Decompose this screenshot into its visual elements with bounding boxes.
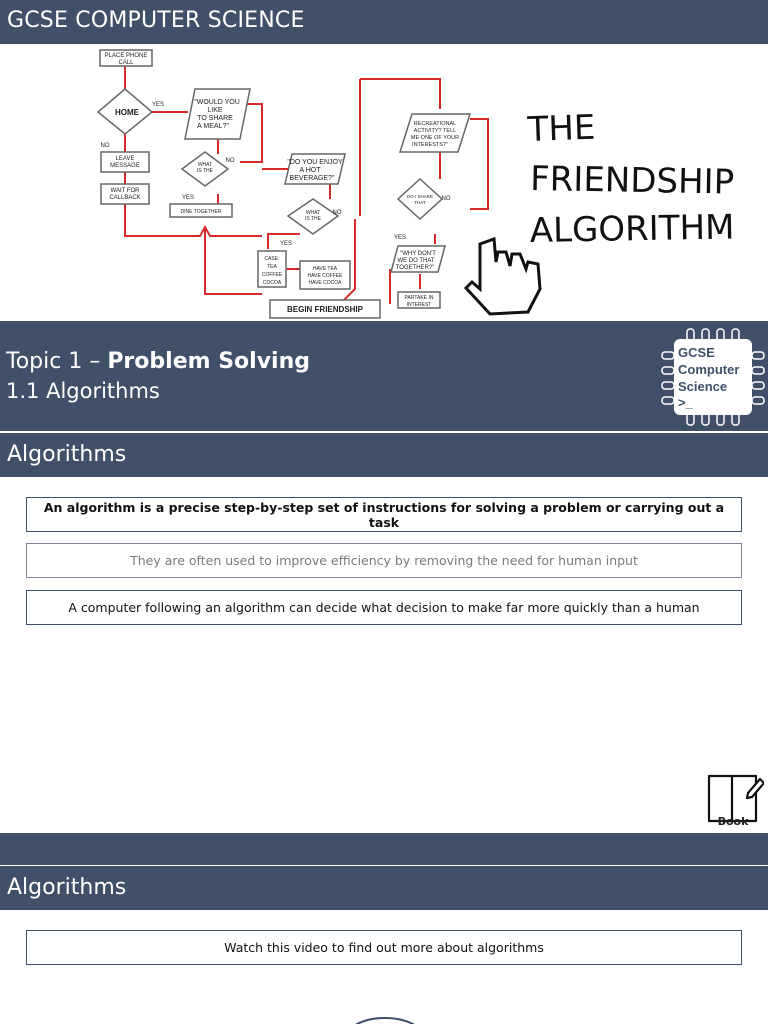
svg-text:PLACE PHONE: PLACE PHONE <box>105 53 148 59</box>
svg-text:THE: THE <box>526 108 596 150</box>
flow-node-dine-together <box>169 203 233 218</box>
efficiency-box: They are often used to improve efficienc… <box>26 543 742 578</box>
section-header-algorithms-video: Algorithms <box>0 866 768 910</box>
friendship-algorithm-title: THE FRIENDSHIP ALGORITHM <box>526 108 735 251</box>
svg-text:NO: NO <box>442 196 451 202</box>
svg-text:CALLBACK: CALLBACK <box>109 195 140 201</box>
svg-text:"DO YOU ENJOY: "DO YOU ENJOY <box>287 159 343 166</box>
svg-text:TOGETHER?": TOGETHER?" <box>396 265 435 271</box>
flow-node-place-call <box>99 49 153 67</box>
topic-banner: Topic 1 – Problem Solving 1.1 Algorithms <box>0 321 768 431</box>
svg-text:YES: YES <box>182 195 194 201</box>
svg-text:NO: NO <box>226 158 235 164</box>
svg-text:BEGIN FRIENDSHIP: BEGIN FRIENDSHIP <box>287 305 364 314</box>
video-prompt-box: Watch this video to find out more about … <box>26 930 742 965</box>
book-icon[interactable] <box>704 764 764 830</box>
svg-text:DINE TOGETHER: DINE TOGETHER <box>181 209 222 215</box>
svg-text:ACTIVITY? TELL: ACTIVITY? TELL <box>414 128 456 134</box>
flow-node-what-response-2 <box>286 198 340 235</box>
svg-text:YES: YES <box>394 235 406 241</box>
svg-text:ALGORITHM: ALGORITHM <box>529 207 734 251</box>
svg-text:INTEREST: INTEREST <box>407 302 432 308</box>
flow-node-recreational <box>398 113 472 153</box>
svg-text:BEVERAGE?": BEVERAGE?" <box>290 175 335 182</box>
logo-line2: Computer <box>678 362 739 377</box>
flow-node-wait-callback <box>100 183 150 205</box>
svg-text:CASE:: CASE: <box>264 256 279 262</box>
flow-node-have-drinks <box>299 260 351 290</box>
svg-text:NO: NO <box>101 143 110 149</box>
svg-text:TEA: TEA <box>267 264 277 270</box>
svg-text:"WOULD YOU: "WOULD YOU <box>194 99 240 106</box>
section-header-algorithms: Algorithms <box>0 433 768 477</box>
flow-node-choices <box>257 250 287 288</box>
flow-node-begin-friendship <box>269 299 381 319</box>
flow-node-home <box>96 88 154 135</box>
flow-node-share-interest <box>396 177 444 221</box>
svg-text:ME ONE OF YOUR: ME ONE OF YOUR <box>411 135 459 141</box>
svg-text:THAT: THAT <box>414 200 426 205</box>
flow-node-why-dont <box>390 245 446 273</box>
section-title: Algorithms <box>7 442 127 467</box>
slide-divider <box>0 833 768 865</box>
section-title: Algorithms <box>7 875 127 900</box>
header-bar: GCSE COMPUTER SCIENCE <box>0 0 768 44</box>
svg-text:WHAT: WHAT <box>306 210 320 216</box>
book-label[interactable]: Book <box>717 815 749 828</box>
svg-text:PARTAKE IN: PARTAKE IN <box>405 295 434 301</box>
video-play-icon[interactable] <box>340 1012 430 1024</box>
svg-text:MESSAGE: MESSAGE <box>110 163 140 169</box>
topic-heading: Topic 1 – Problem Solving <box>6 349 310 374</box>
svg-text:CALL: CALL <box>118 60 134 66</box>
svg-text:WAIT FOR: WAIT FOR <box>111 188 141 194</box>
svg-text:NO: NO <box>333 210 342 216</box>
flow-node-partake <box>397 291 441 309</box>
svg-text:IS THE: IS THE <box>197 168 214 174</box>
svg-text:LEAVE: LEAVE <box>116 156 135 162</box>
svg-text:FRIENDSHIP: FRIENDSHIP <box>530 159 735 203</box>
svg-text:INTERESTS?": INTERESTS?" <box>412 142 448 148</box>
topic-prefix: Topic 1 – <box>6 349 108 374</box>
svg-text:HAVE TEA: HAVE TEA <box>313 266 338 272</box>
svg-text:WHAT: WHAT <box>198 162 212 168</box>
topic-title: Problem Solving <box>107 349 310 374</box>
svg-text:YES: YES <box>280 241 292 247</box>
svg-text:YES: YES <box>152 102 164 108</box>
decision-box: A computer following an algorithm can de… <box>26 590 742 625</box>
header-title: GCSE COMPUTER SCIENCE <box>7 8 305 33</box>
svg-text:WE DO THAT: WE DO THAT <box>397 258 434 264</box>
flow-node-share-meal <box>184 88 251 140</box>
svg-text:RECREATIONAL: RECREATIONAL <box>414 121 456 127</box>
svg-text:HAVE COCOA: HAVE COCOA <box>309 280 343 286</box>
svg-text:A HOT: A HOT <box>299 167 321 174</box>
svg-text:IS THE: IS THE <box>305 216 322 222</box>
svg-text:A MEAL?": A MEAL?" <box>197 123 229 130</box>
topic-subtitle: 1.1 Algorithms <box>6 379 160 403</box>
svg-text:LIKE: LIKE <box>207 107 223 114</box>
svg-text:HAVE COFFEE: HAVE COFFEE <box>308 273 344 279</box>
svg-text:DO I SHARE: DO I SHARE <box>407 194 433 199</box>
logo-line1: GCSE <box>678 345 715 360</box>
svg-text:COCOA: COCOA <box>263 280 282 286</box>
flow-node-hot-beverage <box>284 153 346 185</box>
svg-text:"WHY DON'T: "WHY DON'T <box>400 251 436 257</box>
flow-node-what-response-1 <box>180 151 230 187</box>
logo-line4: >_ <box>678 395 694 410</box>
gcse-cs-chip-logo: GCSE Computer Science >_ <box>661 328 765 426</box>
flow-node-leave-message <box>100 151 150 173</box>
definition-box: An algorithm is a precise step-by-step s… <box>26 497 742 532</box>
svg-text:TO SHARE: TO SHARE <box>197 115 233 122</box>
svg-text:HOME: HOME <box>115 108 140 117</box>
svg-text:COFFEE: COFFEE <box>262 272 283 278</box>
logo-line3: Science <box>678 379 727 394</box>
pointer-hand-icon <box>463 236 542 316</box>
